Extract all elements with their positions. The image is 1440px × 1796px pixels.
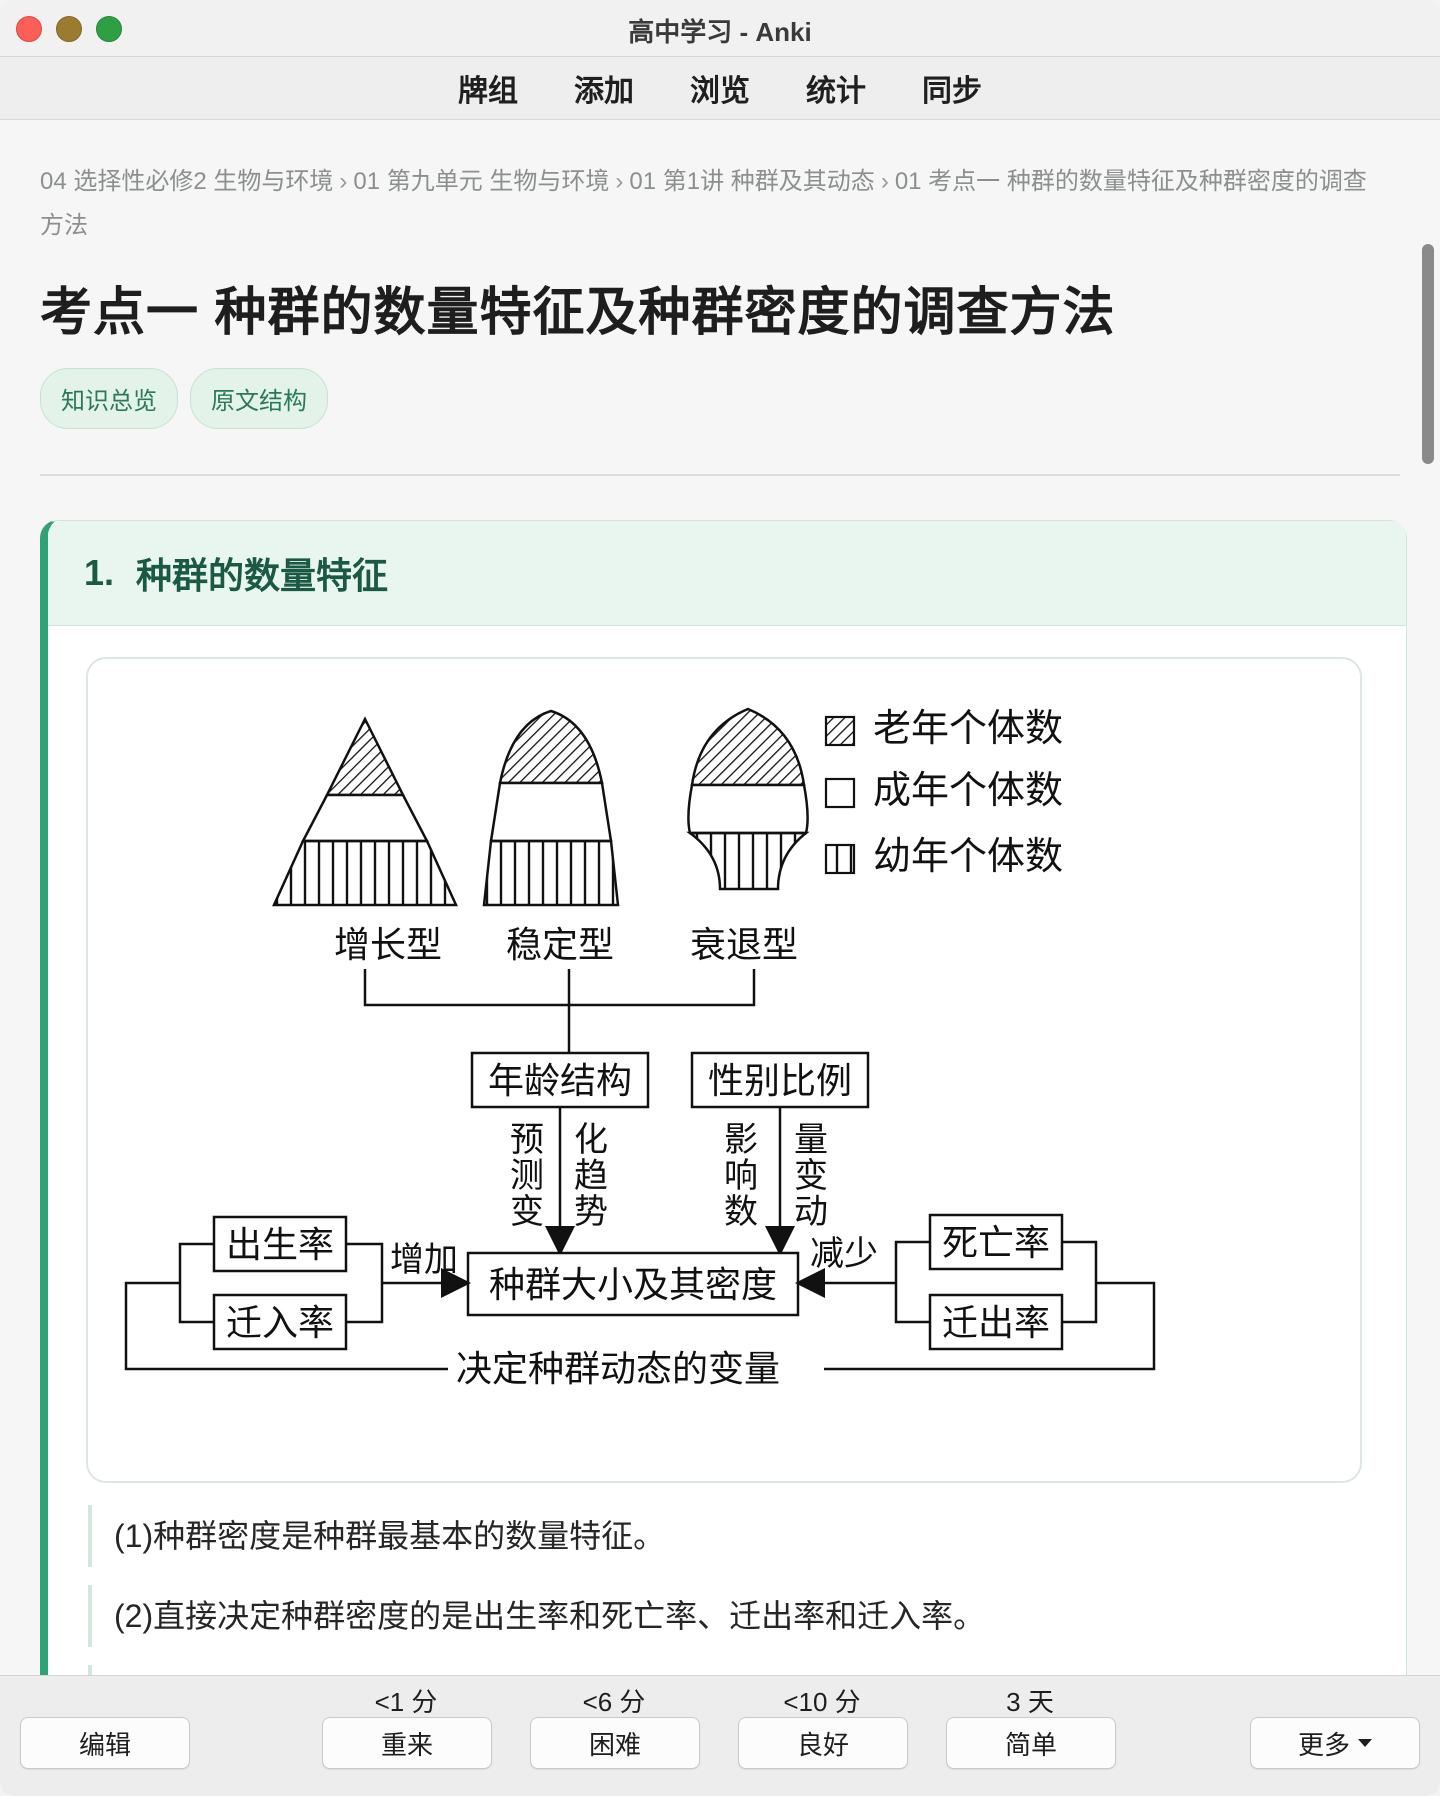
increase-label: 增加 — [390, 1240, 458, 1280]
sex-ratio-label: 性别比例 — [708, 1061, 852, 1102]
section-card: 1. 种群的数量特征 — [40, 520, 1407, 1675]
predict-text-1: 预 — [510, 1120, 544, 1160]
legend-swatch-adult — [824, 777, 856, 809]
nav-sync[interactable]: 同步 — [922, 75, 982, 108]
breadcrumb: 04 选择性必修2 生物与环境›01 第九单元 生物与环境›01 第1讲 种群及… — [40, 160, 1390, 248]
predict-text-5: 趋 — [574, 1156, 608, 1196]
again-due: <1 分 — [374, 1687, 438, 1717]
note-1: (1)种群密度是种群最基本的数量特征。 — [88, 1505, 1314, 1567]
legend-adult-label: 成年个体数 — [873, 768, 1063, 812]
hard-button[interactable]: 困难 — [530, 1717, 700, 1769]
predict-text-3: 变 — [510, 1192, 544, 1232]
tag-original-structure[interactable]: 原文结构 — [190, 368, 328, 429]
zoom-window-button[interactable] — [96, 16, 122, 42]
emigration-rate-label: 迁出率 — [942, 1303, 1050, 1344]
edit-button[interactable]: 编辑 — [20, 1717, 190, 1769]
breadcrumb-separator: › — [880, 168, 889, 195]
influence-text-2: 响 — [724, 1156, 758, 1196]
influence-text-6: 动 — [794, 1192, 828, 1232]
immigration-rate-box — [212, 1293, 348, 1351]
legend-swatch-old — [824, 715, 856, 747]
age-structure-box — [470, 1051, 650, 1109]
influence-text-4: 量 — [794, 1120, 828, 1160]
section-number: 1. — [84, 552, 115, 593]
close-window-button[interactable] — [16, 16, 42, 42]
declining-type-label: 衰退型 — [690, 925, 798, 966]
easy-button[interactable]: 简单 — [946, 1717, 1116, 1769]
influence-text-5: 变 — [794, 1156, 828, 1196]
title-bar: 高中学习 - Anki — [0, 0, 1440, 57]
birth-rate-label: 出生率 — [226, 1225, 334, 1266]
stable-pyramid — [482, 709, 620, 907]
dynamic-variable-label: 决定种群动态的变量 — [456, 1349, 780, 1390]
death-rate-label: 死亡率 — [942, 1223, 1050, 1264]
section-title: 种群的数量特征 — [136, 555, 389, 596]
tag-list: 知识总览 原文结构 — [40, 368, 328, 429]
again-button[interactable]: 重来 — [322, 1717, 492, 1769]
influence-text-1: 影 — [724, 1120, 758, 1160]
bottom-bar: 编辑 <1 分 重来 <6 分 困难 <10 分 良好 3 天 简单 更多 — [0, 1675, 1440, 1796]
influence-text-3: 数 — [724, 1192, 758, 1232]
birth-rate-box — [212, 1215, 348, 1273]
nav-decks[interactable]: 牌组 — [458, 75, 518, 108]
hard-due: <6 分 — [582, 1687, 646, 1717]
population-density-label: 种群大小及其密度 — [489, 1265, 777, 1306]
pyramid-connector — [363, 969, 756, 1053]
legend: 老年个体数 成年个体数 幼年个体数 — [824, 706, 1063, 878]
page-title: 考点一 种群的数量特征及种群密度的调查方法 — [40, 284, 1116, 342]
growth-pyramid — [272, 716, 458, 907]
immigration-rate-label: 迁入率 — [226, 1303, 334, 1344]
predict-text-4: 化 — [574, 1120, 608, 1160]
window-title: 高中学习 - Anki — [628, 17, 812, 47]
scrollbar-thumb[interactable] — [1422, 244, 1434, 464]
growth-type-label: 增长型 — [334, 925, 442, 966]
good-button[interactable]: 良好 — [738, 1717, 908, 1769]
nav-stats[interactable]: 统计 — [806, 75, 866, 108]
decrease-label: 减少 — [810, 1234, 878, 1274]
card-content[interactable]: 04 选择性必修2 生物与环境›01 第九单元 生物与环境›01 第1讲 种群及… — [0, 120, 1440, 1675]
good-due: <10 分 — [783, 1687, 861, 1717]
left-connector — [124, 1242, 471, 1371]
breadcrumb-item[interactable]: 01 第1讲 种群及其动态 — [629, 168, 875, 195]
tag-knowledge-overview[interactable]: 知识总览 — [40, 368, 178, 429]
age-structure-label: 年龄结构 — [488, 1061, 632, 1102]
nav-add[interactable]: 添加 — [574, 75, 634, 108]
divider — [40, 474, 1400, 476]
diagram-figure: 老年个体数 成年个体数 幼年个体数 增长型 稳定型 衰退型 — [86, 657, 1362, 1483]
legend-swatch-young — [824, 843, 856, 875]
easy-due: 3 天 — [1006, 1687, 1054, 1717]
scrollbar[interactable] — [1422, 244, 1434, 464]
breadcrumb-separator: › — [339, 168, 348, 195]
nav-browse[interactable]: 浏览 — [690, 75, 750, 108]
declining-pyramid — [686, 707, 810, 891]
top-nav: 牌组 添加 浏览 统计 同步 — [0, 57, 1440, 120]
predict-text-6: 势 — [574, 1192, 608, 1232]
more-button[interactable]: 更多 — [1250, 1717, 1420, 1769]
breadcrumb-item[interactable]: 01 考点一 种群的数量特征及种群密度的调查方法 — [40, 168, 1367, 239]
right-connector — [795, 1240, 1156, 1371]
predict-text-2: 测 — [510, 1156, 544, 1196]
legend-young-label: 幼年个体数 — [873, 834, 1063, 878]
note-3 — [88, 1665, 1314, 1675]
breadcrumb-item[interactable]: 04 选择性必修2 生物与环境 — [40, 168, 334, 195]
chevron-down-icon — [1358, 1739, 1372, 1747]
population-diagram: 老年个体数 成年个体数 幼年个体数 增长型 稳定型 衰退型 — [124, 706, 1156, 1390]
legend-old-label: 老年个体数 — [873, 706, 1063, 750]
note-2: (2)直接决定种群密度的是出生率和死亡率、迁出率和迁入率。 — [88, 1585, 1314, 1647]
more-label: 更多 — [1297, 1729, 1350, 1760]
breadcrumb-separator: › — [615, 168, 624, 195]
minimize-window-button[interactable] — [56, 16, 82, 42]
stable-type-label: 稳定型 — [506, 925, 614, 966]
section-header: 1. 种群的数量特征 — [48, 521, 1406, 626]
breadcrumb-item[interactable]: 01 第九单元 生物与环境 — [353, 168, 610, 195]
